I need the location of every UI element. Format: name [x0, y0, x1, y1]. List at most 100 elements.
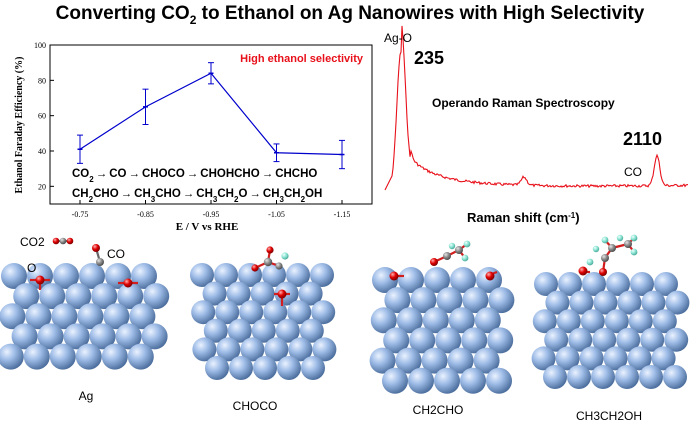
ag-atom [250, 281, 275, 306]
ag-atom [190, 263, 214, 287]
ag-atom [191, 300, 216, 325]
ag-atom [192, 337, 217, 362]
x-tick-label: -0.85 [137, 210, 154, 219]
ag-atom [663, 365, 687, 389]
ag-atom [229, 356, 253, 380]
ag-atom [488, 287, 515, 314]
panel-label-ch3ch2oh: CH3CH2OH [576, 409, 642, 423]
ag-atom [617, 290, 642, 315]
ag-atom [582, 272, 606, 296]
ag-atom [127, 343, 154, 370]
ag-atom [79, 263, 105, 289]
ag-atom [253, 356, 277, 380]
ag-atom [474, 307, 501, 334]
ag-atom [616, 327, 641, 352]
ag-atom [115, 323, 142, 350]
ag-atom [606, 272, 630, 296]
hydrogen-atom [630, 234, 638, 242]
ag-atom [486, 367, 512, 394]
ag-atom [63, 323, 90, 350]
y-axis-label: Ethanol Faraday Efficiency (%) [14, 57, 25, 194]
carbon-atom [59, 237, 67, 245]
oxygen-atom [578, 266, 588, 276]
ag-atom [91, 283, 118, 310]
carbon-atom [443, 252, 451, 260]
oxygen-atom [92, 244, 100, 252]
ag-atom [592, 327, 617, 352]
ag-atom [384, 287, 411, 314]
hydrogen-atom [592, 245, 600, 253]
ag-atom [651, 346, 676, 371]
oxygen-atom [266, 246, 274, 254]
ag-atom [436, 287, 463, 314]
carbon-atom [275, 262, 283, 270]
ag-atom [101, 343, 128, 370]
x-tick-label: -0.95 [203, 210, 220, 219]
ag-atom [65, 283, 92, 310]
ag-atom [615, 365, 639, 389]
x-tick-label: -1.15 [334, 210, 351, 219]
ag-atom [534, 272, 558, 296]
slab-ag [0, 263, 170, 370]
panel-label-ag: Ag [79, 389, 94, 403]
carbon-atom [624, 240, 632, 248]
carbon-atom [96, 258, 104, 266]
ag-atom [129, 303, 156, 330]
panel-label-ch2cho: CH2CHO [413, 403, 464, 417]
panel-label-choco: CHOCO [233, 399, 278, 413]
oxygen-atom [52, 237, 60, 245]
oxygen-atom [389, 271, 399, 281]
ag-atom [447, 347, 474, 374]
ag-atom [543, 365, 567, 389]
x-tick-label: -1.05 [268, 210, 285, 219]
pathway-row-2: CH2CHO→CH3CHO→CH3CH2O→CH3CH2OH [72, 188, 322, 204]
ag-atom [473, 347, 500, 374]
hydrogen-atom [586, 258, 594, 266]
oxygen-atom [35, 275, 45, 285]
ag-atom [298, 281, 323, 306]
ag-atom [556, 309, 581, 334]
ag-atom [75, 343, 102, 370]
ag-atom [435, 327, 462, 354]
ag-atom [51, 303, 78, 330]
ag-atom [424, 267, 450, 293]
ag-atom [1, 263, 27, 289]
slab-ch2cho [369, 267, 515, 394]
ag-atom [369, 347, 396, 374]
carbon-atom [601, 254, 609, 262]
hydrogen-atom [463, 240, 471, 248]
ag-atom [593, 290, 618, 315]
hydrogen-atom [616, 234, 624, 242]
ag-atom [25, 303, 52, 330]
ag-atom [53, 263, 79, 289]
peak-2110-value: 2110 [623, 129, 662, 149]
carbon-atom [263, 257, 273, 267]
ag-atom [558, 272, 582, 296]
ag-atom [37, 323, 64, 350]
ag-atom [0, 303, 26, 330]
ag-atom [299, 318, 324, 343]
ag-atom [205, 356, 229, 380]
ag-atom [310, 263, 334, 287]
ag-atom [141, 323, 168, 350]
hydrogen-atom [601, 236, 609, 244]
y-tick-label: 60 [38, 112, 46, 121]
ag-atom [665, 290, 690, 315]
ag-atom [421, 347, 448, 374]
ag-atom [396, 307, 423, 334]
ag-atom [604, 309, 629, 334]
ag-atom [226, 281, 251, 306]
x-tick-label: -0.75 [72, 210, 89, 219]
ag-atom [630, 272, 654, 296]
selectivity-annotation: High ethanol selectivity [240, 53, 364, 65]
peak-co-label: CO [624, 165, 642, 179]
ag-atom [460, 367, 486, 394]
ag-atom [216, 337, 241, 362]
raman-x-label: Raman shift (cm-1) [467, 210, 580, 225]
ag-atom [652, 309, 677, 334]
oxygen-atom [251, 264, 259, 272]
oxygen-atom [485, 271, 495, 281]
ag-atom [39, 283, 66, 310]
ag-atom [77, 303, 104, 330]
ag-atom [117, 283, 144, 310]
